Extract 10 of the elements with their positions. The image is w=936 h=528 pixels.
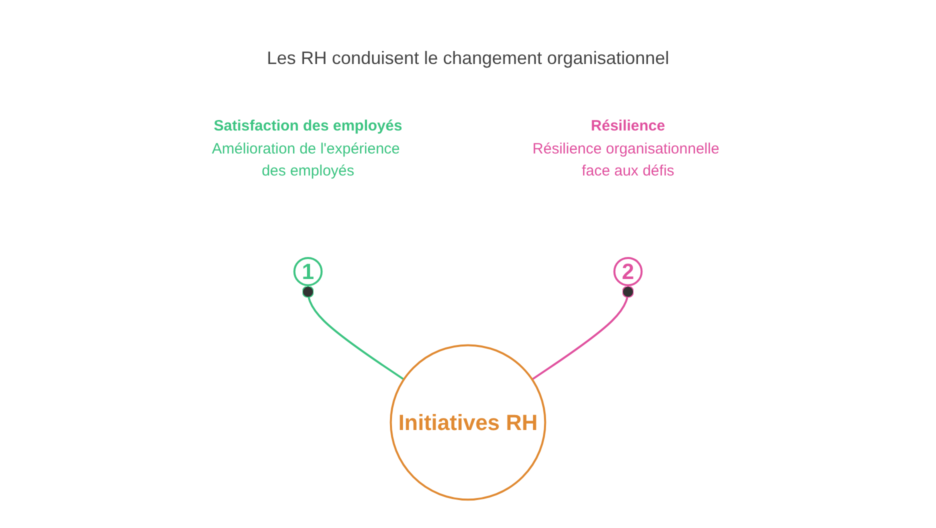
node-circle: Initiatives RH	[390, 344, 546, 501]
node-label: Résilience	[590, 117, 666, 134]
node-label: Amélioration de l'expérience des employés	[212, 140, 400, 180]
node-label: Résilience organisationnelle face aux défis	[532, 140, 720, 180]
node-circle: 1	[293, 256, 323, 286]
connector	[302, 285, 404, 380]
node-circle: 2	[613, 256, 643, 286]
diagram-title: Les RH conduisent le changement organisationnel	[266, 48, 670, 69]
connector	[532, 285, 634, 380]
node-label: Satisfaction des employés	[214, 117, 402, 134]
